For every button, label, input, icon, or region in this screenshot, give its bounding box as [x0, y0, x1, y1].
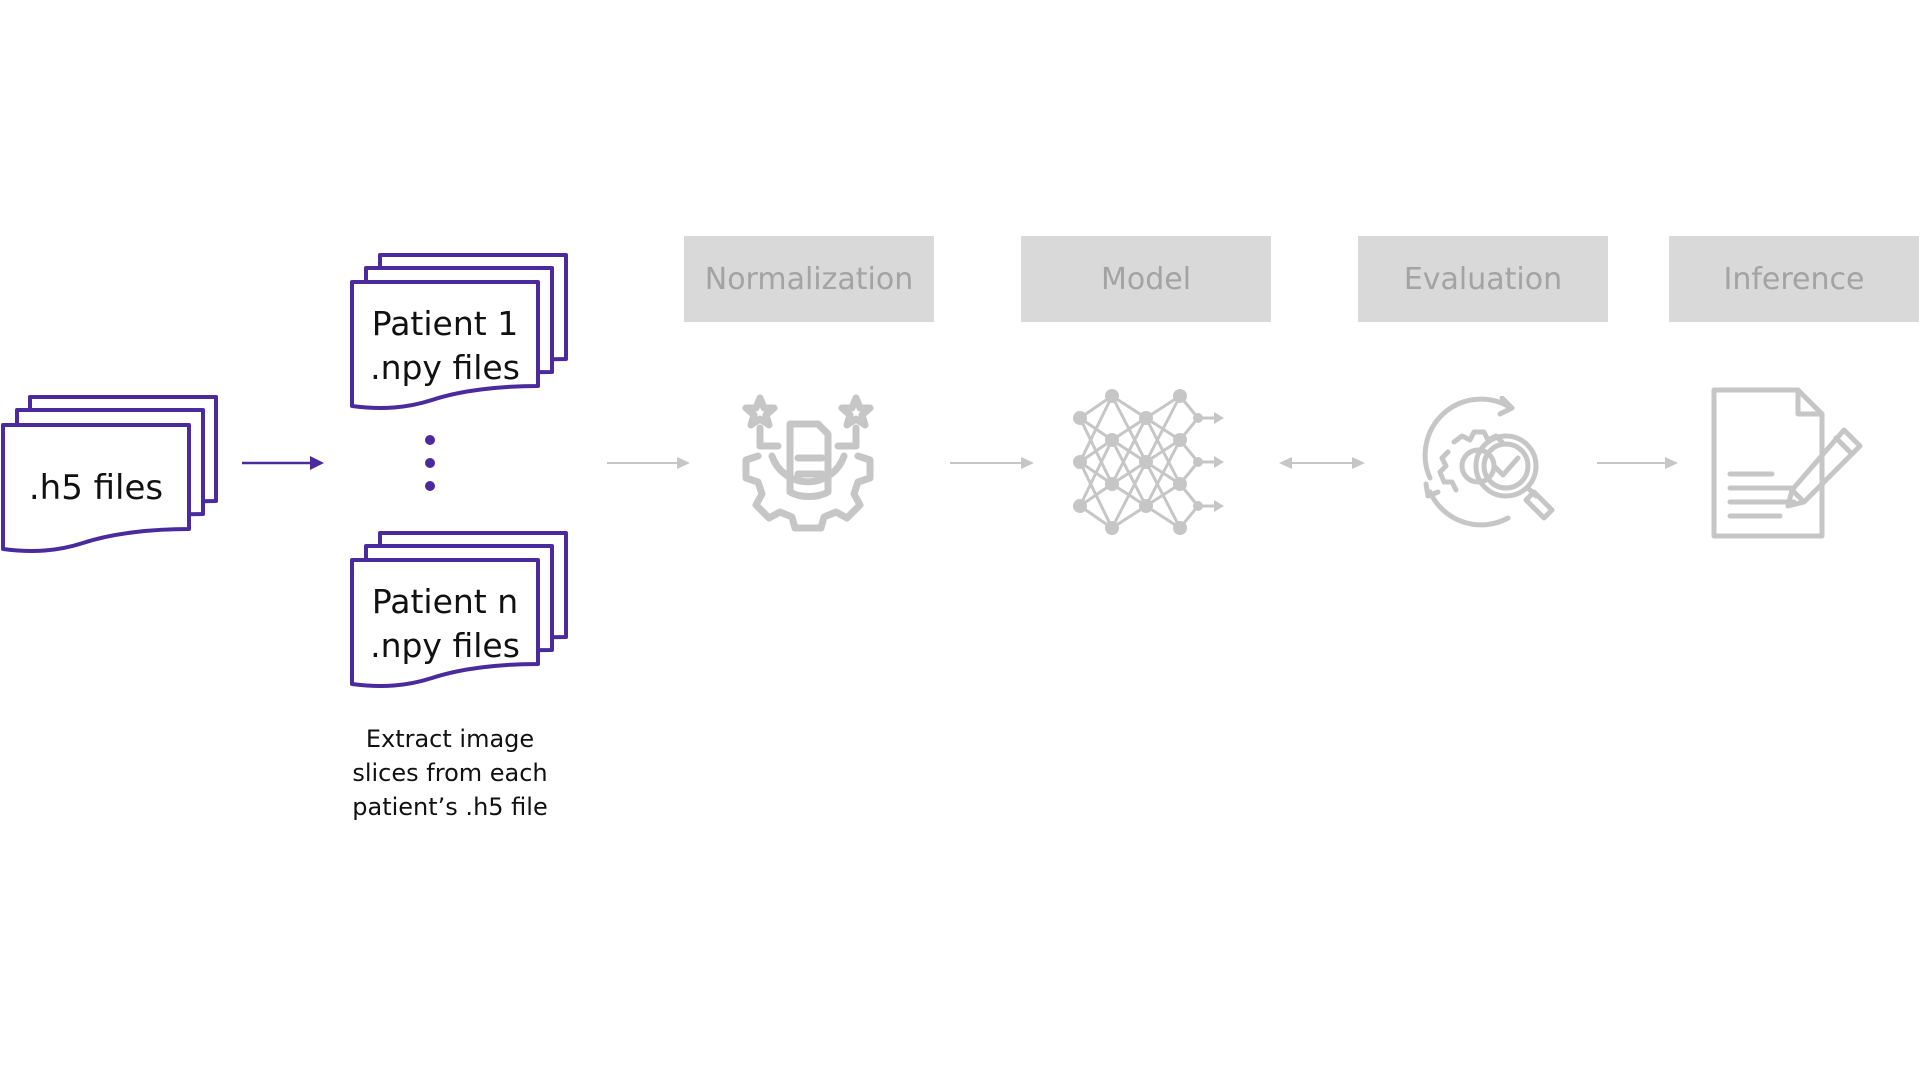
arrow-to-normalization	[607, 457, 690, 469]
arrow-h5-to-patients	[242, 456, 324, 470]
arrow-normalization-to-model	[950, 457, 1034, 469]
arrow-evaluation-to-inference	[1597, 457, 1678, 469]
normalization-gear-icon	[742, 394, 874, 532]
patient-1-name: Patient 1	[371, 304, 519, 343]
double-arrow-model-evaluation	[1279, 457, 1365, 469]
stage-model: Model	[1021, 236, 1271, 322]
h5-files-label: .h5 files	[28, 468, 164, 508]
stage-inference: Inference	[1669, 236, 1919, 322]
patient-1-label: Patient 1 .npy files	[352, 302, 538, 390]
patient-n-filetype: .npy files	[370, 626, 520, 665]
patient-n-label: Patient n .npy files	[352, 580, 538, 668]
document-edit-icon	[1711, 387, 1863, 539]
patient-n-name: Patient n	[371, 582, 519, 621]
neural-network-icon	[1073, 389, 1224, 535]
vertical-ellipsis-icon	[425, 435, 435, 491]
stage-normalization: Normalization	[684, 236, 934, 322]
evaluation-magnifier-icon	[1422, 396, 1555, 528]
patient-1-filetype: .npy files	[370, 348, 520, 387]
extract-caption: Extract image slices from each patient’s…	[352, 725, 548, 821]
stage-evaluation: Evaluation	[1358, 236, 1608, 322]
